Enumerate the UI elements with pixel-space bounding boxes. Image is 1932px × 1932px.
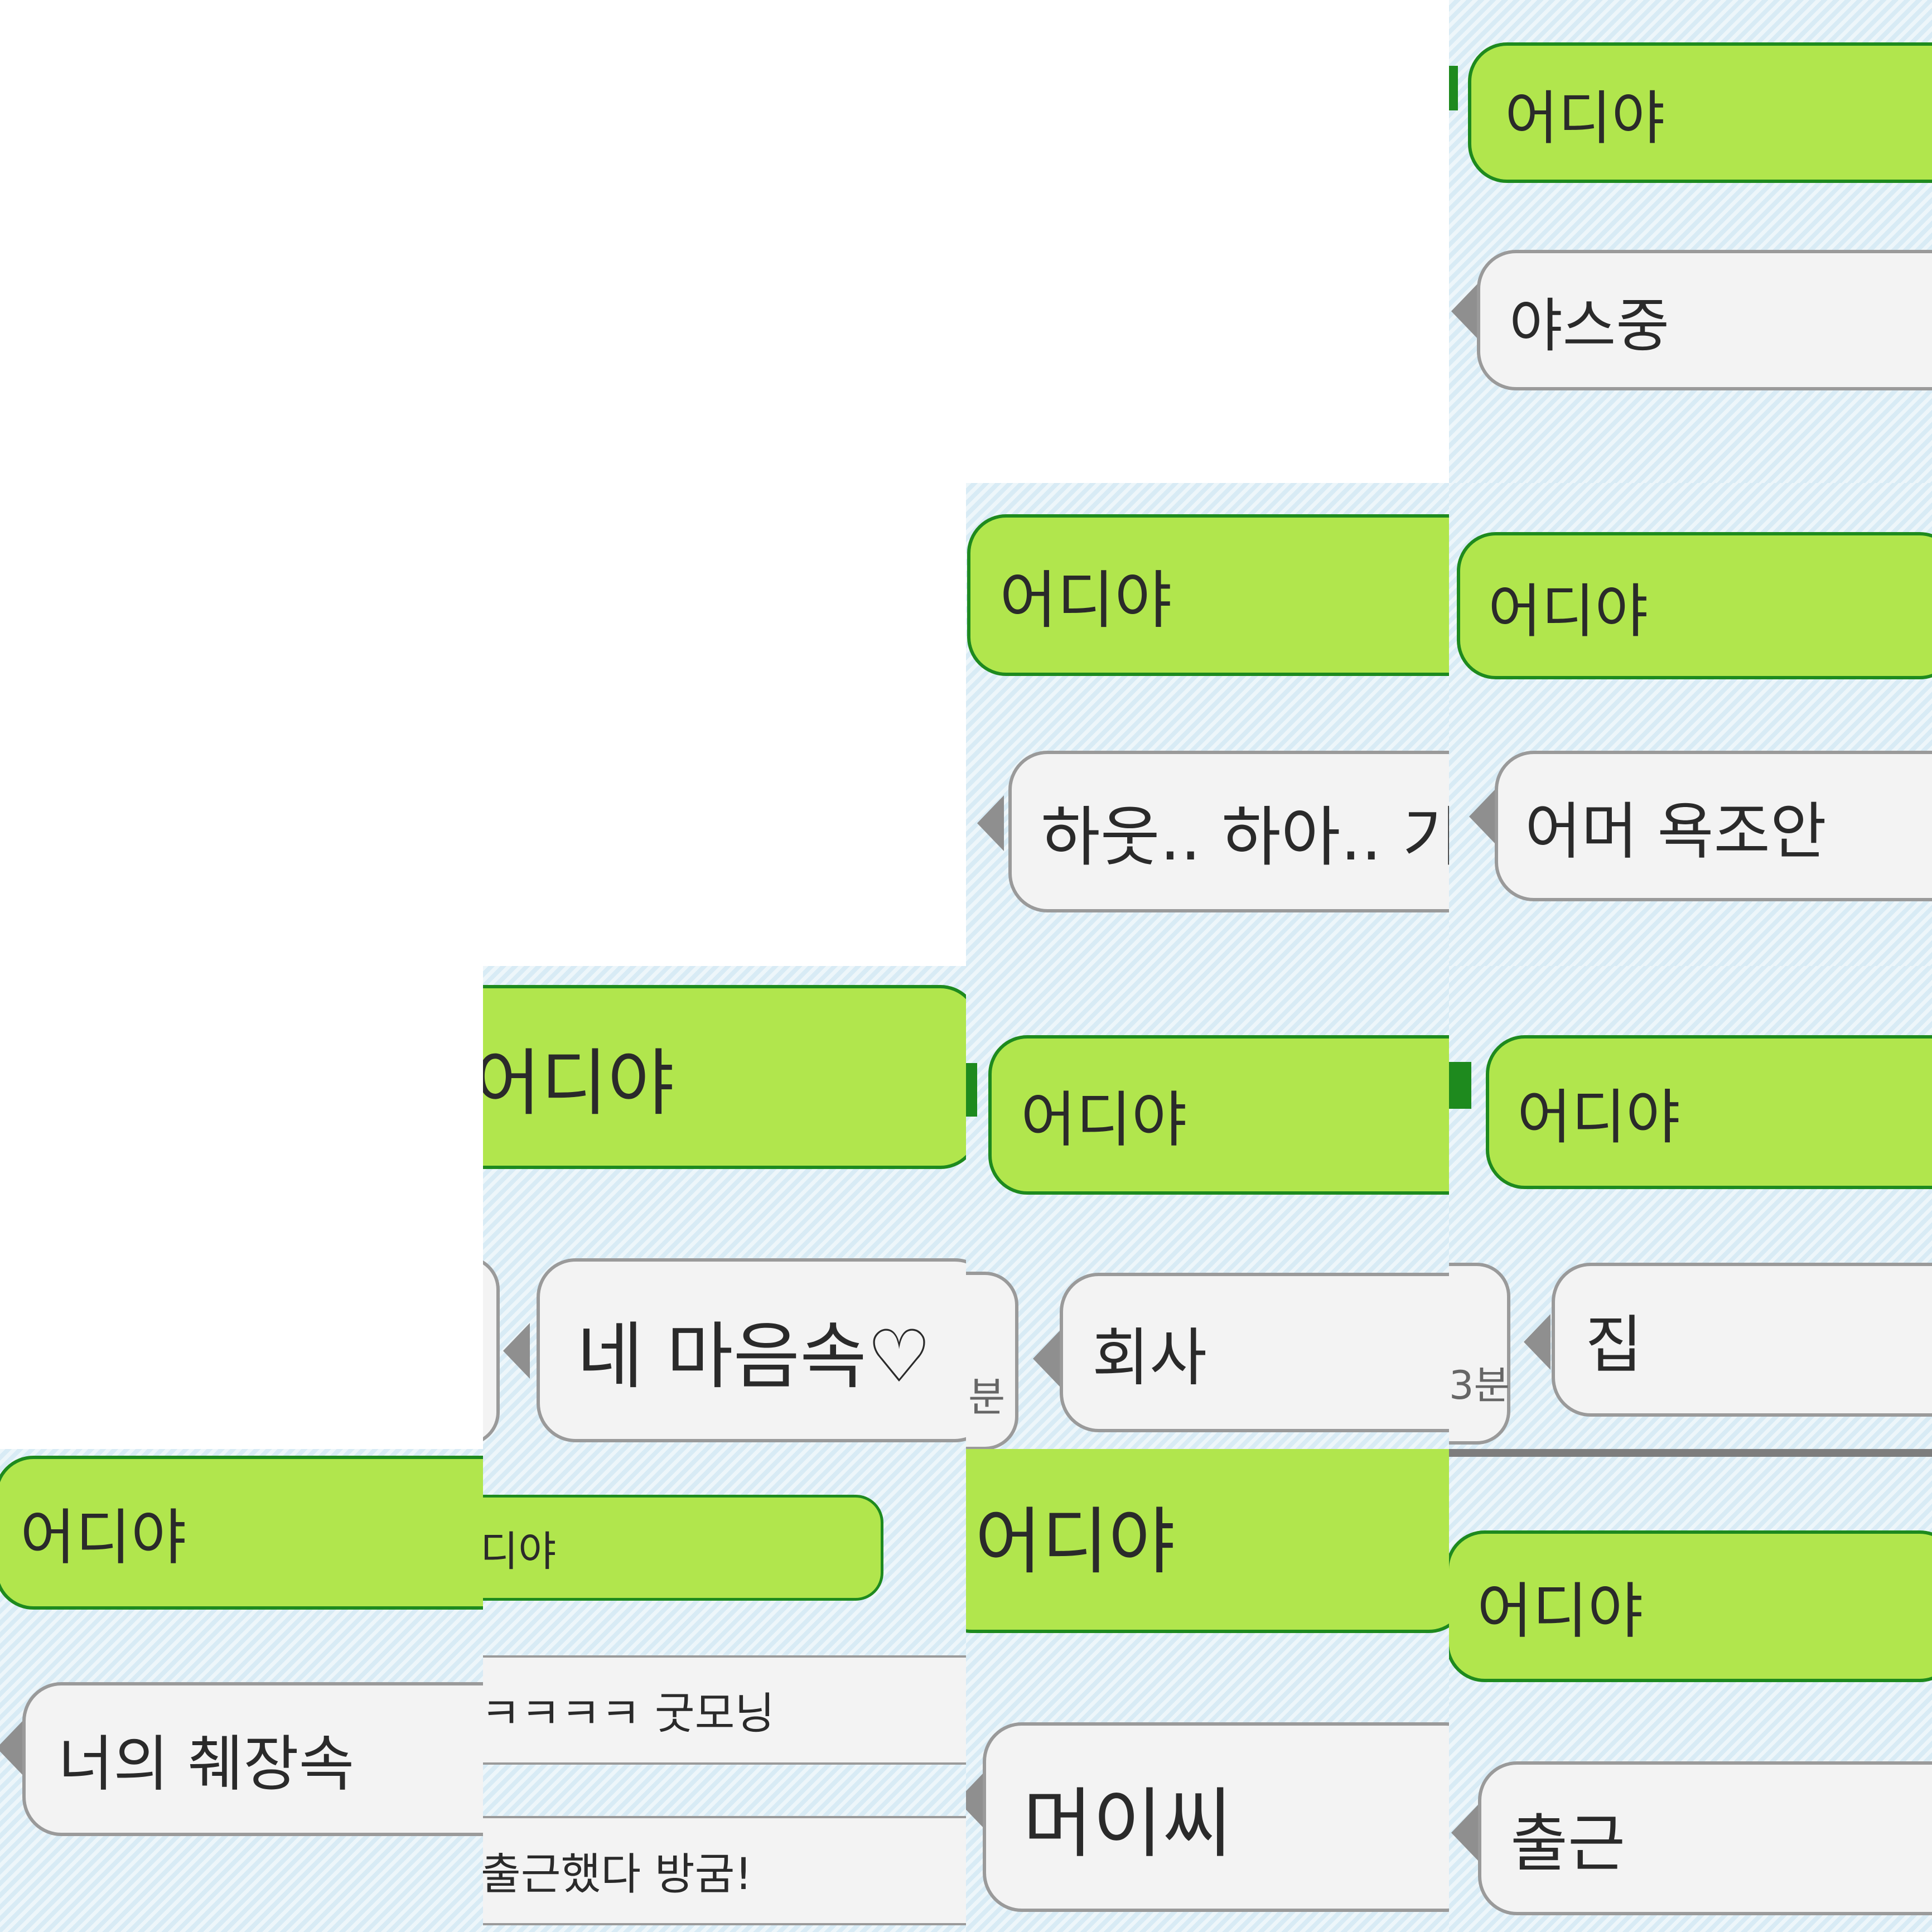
panel-divider xyxy=(1449,1449,1932,1457)
sent-message-bubble[interactable]: 어디야 xyxy=(0,1456,483,1610)
chat-panel-chwejangsok: 어디야 너의 췌장속 xyxy=(0,1449,483,1932)
reply-message-text: 집 xyxy=(1585,1309,1643,1382)
sent-message-bubble[interactable]: 어디야 xyxy=(483,985,966,1169)
sent-message-text: 어디야 xyxy=(483,1041,674,1126)
sent-message-text: 어디야 xyxy=(1488,577,1649,645)
unread-marker xyxy=(1449,66,1458,110)
reply-message-text: 머이씨 xyxy=(1023,1780,1233,1868)
reply-message-text: ㅋㅋㅋㅋ 굿모닝 xyxy=(483,1689,775,1739)
reply-message-bubble[interactable]: 어디야 네 마음속♡ xyxy=(537,1258,966,1442)
reply-message-bubble[interactable]: 집 xyxy=(1552,1263,1932,1417)
reply-message-bubble[interactable]: 야스중 xyxy=(1477,250,1932,390)
timestamp-bubble xyxy=(966,1272,1018,1449)
chat-panel-yaseujung: 어디야 야스중 xyxy=(1449,0,1932,483)
reply-bubble-tail xyxy=(1033,1331,1060,1387)
reply-message-text: 어머 욕조안 xyxy=(1525,796,1827,867)
sent-message-bubble[interactable]: 어디야 xyxy=(1468,42,1932,183)
unread-marker xyxy=(1449,1062,1471,1109)
reply-message-bubble[interactable]: 출근했다 방굼! xyxy=(483,1816,966,1925)
reply-message-bubble[interactable]: 어머 욕조안 xyxy=(1495,751,1932,901)
sent-message-text: 어디야 xyxy=(999,564,1172,637)
chat-panel-yokjoan: 어디야 어머 욕조안 xyxy=(1449,483,1932,966)
sent-message-bubble[interactable]: 어디야 xyxy=(966,1449,1449,1633)
sent-message-text: 어디야 xyxy=(1517,1083,1680,1152)
reply-bubble-tail xyxy=(1524,1314,1551,1370)
reply-message-text: 출근했다 방굼! xyxy=(483,1849,752,1900)
reply-bubble-tail xyxy=(0,1720,23,1776)
reply-bubble-tail xyxy=(503,1323,530,1379)
reply-bubble-tail xyxy=(966,1772,984,1828)
sent-message-bubble[interactable]: 어디야 xyxy=(1449,1530,1932,1682)
reply-bubble-tail xyxy=(977,795,1004,851)
sent-message-bubble[interactable]: 어디야 xyxy=(967,514,1449,676)
reply-message-bubble[interactable]: 회사 xyxy=(1060,1273,1449,1432)
sent-message-bubble[interactable]: 어디야 xyxy=(1486,1035,1932,1189)
timestamp-bubble xyxy=(483,1256,500,1446)
sent-message-text: 어디야 xyxy=(975,1499,1175,1584)
reply-message-bubble[interactable]: 하웃.. 하아.. 기 xyxy=(1008,751,1449,912)
reply-message-bubble[interactable]: ㅋㅋㅋㅋ 굿모닝 xyxy=(483,1655,966,1765)
reply-message-text: 하웃.. 하아.. 기 xyxy=(1041,800,1449,875)
sent-message-text: 디야 xyxy=(483,1527,557,1576)
sent-message-text: 어디야 xyxy=(20,1503,187,1573)
chat-panel-chulgeun: 어디야 출근 xyxy=(1449,1449,1932,1932)
timestamp: 분 xyxy=(968,1374,1006,1421)
reply-bubble-tail xyxy=(1451,1805,1478,1861)
sent-message-bubble[interactable]: 디야 xyxy=(483,1495,883,1601)
reply-message-text: 너의 췌장속 xyxy=(58,1730,355,1799)
sent-message-text: 어디야 xyxy=(1477,1577,1644,1646)
reply-message-bubble[interactable]: 머이씨 xyxy=(983,1722,1449,1912)
reply-message-bubble[interactable]: 너의 췌장속 xyxy=(22,1682,483,1836)
unread-marker xyxy=(966,1063,977,1117)
chat-panel-jip: 어디야 3분 집 xyxy=(1449,966,1932,1449)
reply-message-bubble[interactable]: 출근 xyxy=(1478,1761,1932,1915)
sent-message-bubble[interactable]: 어디야 xyxy=(988,1035,1449,1195)
sent-message-text: 어디야 xyxy=(1021,1085,1187,1155)
timestamp-bubble xyxy=(1449,1263,1510,1445)
chat-panel-meoissi: 어디야 머이씨 xyxy=(966,1449,1449,1932)
chat-panel-maeumsok: 어디야 어디야 네 마음속♡ 디야 ㅋㅋㅋㅋ 굿모닝 출근했다 방굼! xyxy=(483,966,966,1932)
reply-message-text: 회사 xyxy=(1092,1322,1208,1394)
timestamp: 3분 xyxy=(1449,1363,1510,1408)
reply-message-text-visible: 네 마음속♡ xyxy=(577,1314,932,1399)
sent-message-text: 어디야 xyxy=(1505,84,1665,152)
reply-bubble-tail xyxy=(1451,283,1478,339)
reply-message-text: 야스중 xyxy=(1509,291,1670,360)
chat-panel-hawut: 어디야 하웃.. 하아.. 기 어디야 분 회사 xyxy=(966,483,1449,1449)
reply-message-text: 출근 xyxy=(1510,1808,1626,1880)
reply-bubble-tail xyxy=(1469,789,1496,844)
sent-message-bubble[interactable]: 어디야 xyxy=(1457,532,1932,679)
